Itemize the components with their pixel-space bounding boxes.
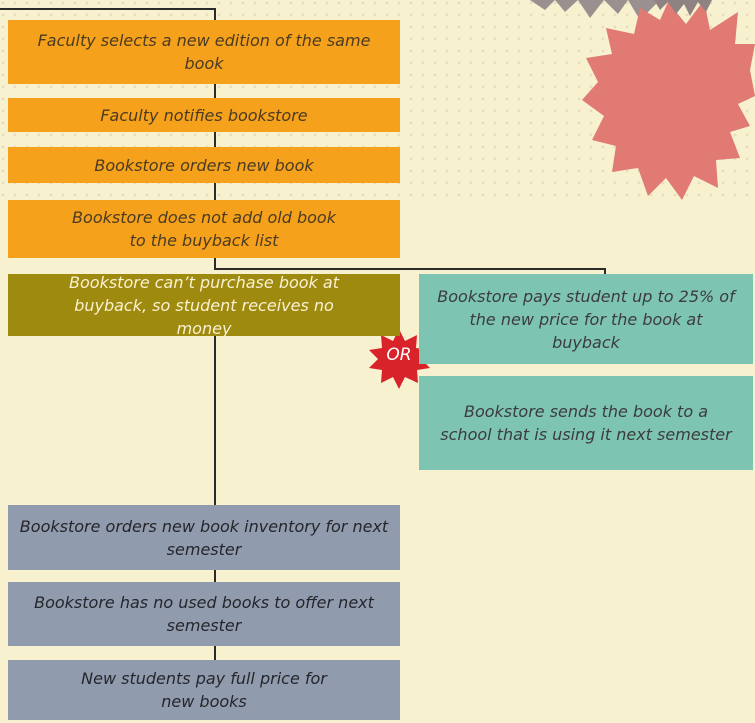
gray-burst-decoration (530, 0, 660, 20)
step-bookstore-orders: Bookstore orders new book (8, 147, 400, 183)
step-no-used-books: Bookstore has no used books to offer nex… (8, 582, 400, 646)
step-cant-purchase: Bookstore can’t purchase book at buyback… (8, 273, 400, 338)
step-bookstore-not-add: Bookstore does not add old book to the b… (8, 200, 400, 258)
top-connector (0, 8, 216, 20)
step-faculty-selects: Faculty selects a new edition of the sam… (8, 20, 400, 84)
pink-burst-decoration (582, 0, 755, 200)
step-sends-book: Bookstore sends the book to a school tha… (419, 376, 753, 470)
step-faculty-notifies: Faculty notifies bookstore (8, 98, 400, 132)
or-burst (369, 329, 430, 389)
step-pays-student: Bookstore pays student up to 25% of the … (419, 274, 753, 364)
step-full-price: New students pay full price for new book… (8, 660, 400, 720)
branch-connector (214, 258, 606, 274)
step-orders-inventory: Bookstore orders new book inventory for … (8, 505, 400, 570)
dark-gray-burst-decoration (654, 0, 712, 16)
